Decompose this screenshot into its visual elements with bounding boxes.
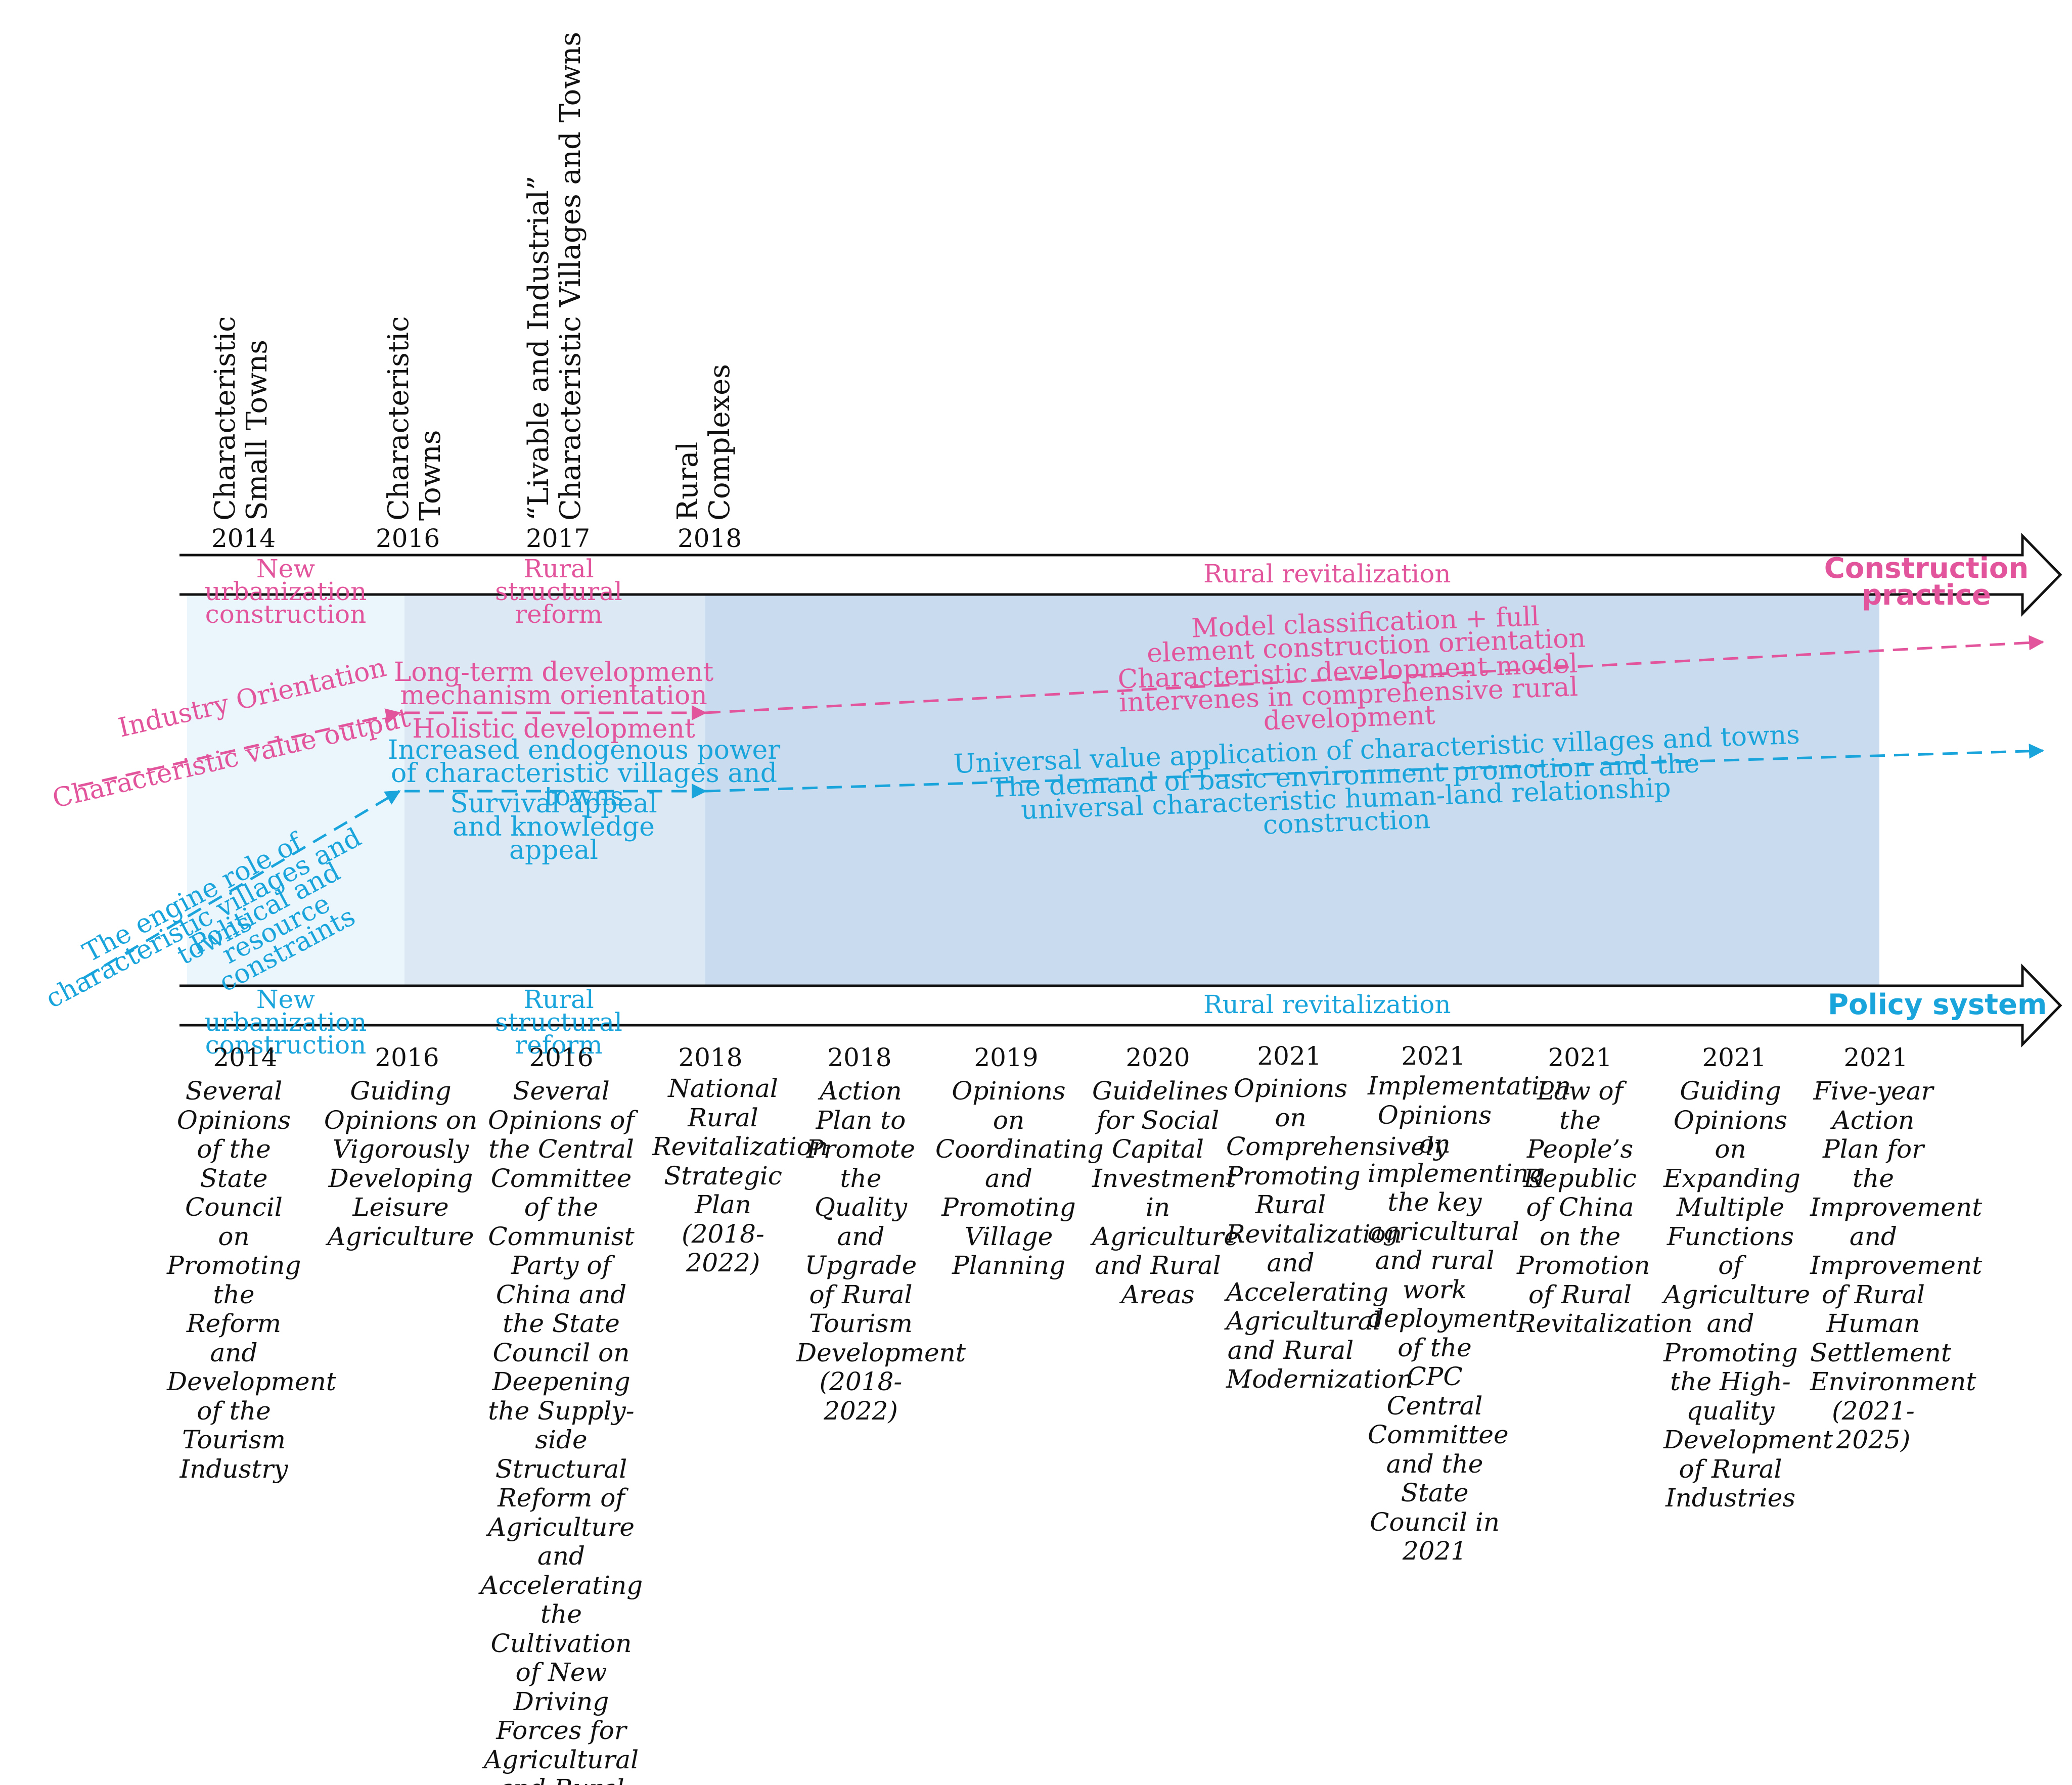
- bottom-era-new-urbanization: New urbanization construction: [204, 985, 367, 1060]
- event-label-2017: “Livable and Industrial” Characteristic …: [522, 31, 587, 521]
- policy-document-2021-c: Law of the People’s Republic of China on…: [1517, 1076, 1693, 1338]
- band-stage-3: [705, 594, 1879, 986]
- doc-year: 2021: [1548, 1043, 1612, 1072]
- event-label-2016: Characteristic Towns: [382, 316, 447, 521]
- orientation-stage2-b: Holistic development: [412, 714, 695, 744]
- policy-document-2018-a: National Rural Revitalization Strategic …: [652, 1074, 828, 1277]
- doc-year: 2018: [678, 1043, 743, 1072]
- event-year-2017: 2017: [526, 524, 591, 553]
- doc-year: 2014: [213, 1043, 278, 1072]
- event-year-2014: 2014: [211, 524, 276, 553]
- band-stage-1: [187, 594, 404, 986]
- construction-timeline-arrow: [179, 532, 2062, 617]
- policy-document-2021-e: Five-year Action Plan for the Improvemen…: [1810, 1076, 1983, 1454]
- doc-year: 2019: [974, 1043, 1039, 1072]
- top-era-structural-reform: Rural structural reform: [495, 554, 622, 629]
- policy-document-2021-a: Opinions on Comprehensively Promoting Ru…: [1226, 1074, 1448, 1394]
- doc-year: 2020: [1125, 1043, 1190, 1072]
- policy-document-2019: Opinions on Coordinating and Promoting V…: [935, 1076, 1104, 1280]
- event-label-2018: Rural Complexes: [671, 363, 736, 521]
- doc-year: 2016: [375, 1043, 439, 1072]
- demand-stage2-b: Survival appeal and knowledge appeal: [450, 789, 657, 865]
- doc-year: 2021: [1843, 1043, 1908, 1072]
- doc-year: 2016: [529, 1043, 594, 1072]
- doc-year: 2021: [1257, 1041, 1322, 1071]
- policy-document-2021-b: Implementation Opinions on implementing …: [1368, 1071, 1571, 1566]
- policy-document-2016-b: Several Opinions of the Central Committe…: [480, 1076, 643, 1785]
- construction-practice-title: Construction practice: [1824, 552, 2029, 612]
- bottom-era-revitalization: Rural revitalization: [1203, 990, 1451, 1019]
- doc-year: 2021: [1401, 1041, 1466, 1071]
- demand-stage2-a: Increased endogenous power of characteri…: [387, 735, 781, 812]
- orientation-stage2-a: Long-term development mechanism orientat…: [393, 657, 714, 711]
- orientation-arrow-1: [78, 708, 401, 788]
- doc-year: 2021: [1702, 1043, 1767, 1072]
- policy-timeline-arrow: [179, 963, 2062, 1048]
- policy-document-2018-b: Action Plan to Promote the Quality and U…: [796, 1076, 966, 1426]
- demand-arrow-1: [82, 790, 401, 980]
- event-year-2016: 2016: [376, 524, 440, 553]
- policy-document-2020: Guidelines for Social Capital Investment…: [1092, 1076, 1239, 1309]
- event-year-2018: 2018: [678, 524, 742, 553]
- top-era-new-urbanization: New urbanization construction: [204, 554, 367, 629]
- doc-year: 2018: [827, 1043, 892, 1072]
- policy-document-2014: Several Opinions of the State Council on…: [167, 1076, 336, 1484]
- orientation-arrow-3: [705, 635, 2044, 714]
- bottom-era-structural-reform: Rural structural reform: [495, 985, 622, 1060]
- demand-arrow-3: [705, 743, 2044, 793]
- event-label-2014: Characteristic Small Towns: [209, 316, 274, 521]
- policy-document-2021-d: Guiding Opinions on Expanding Multiple F…: [1663, 1076, 1833, 1513]
- policy-document-2016-a: Guiding Opinions on Vigorously Developin…: [324, 1076, 478, 1251]
- top-era-revitalization: Rural revitalization: [1203, 559, 1451, 588]
- policy-system-title: Policy system: [1828, 988, 2047, 1021]
